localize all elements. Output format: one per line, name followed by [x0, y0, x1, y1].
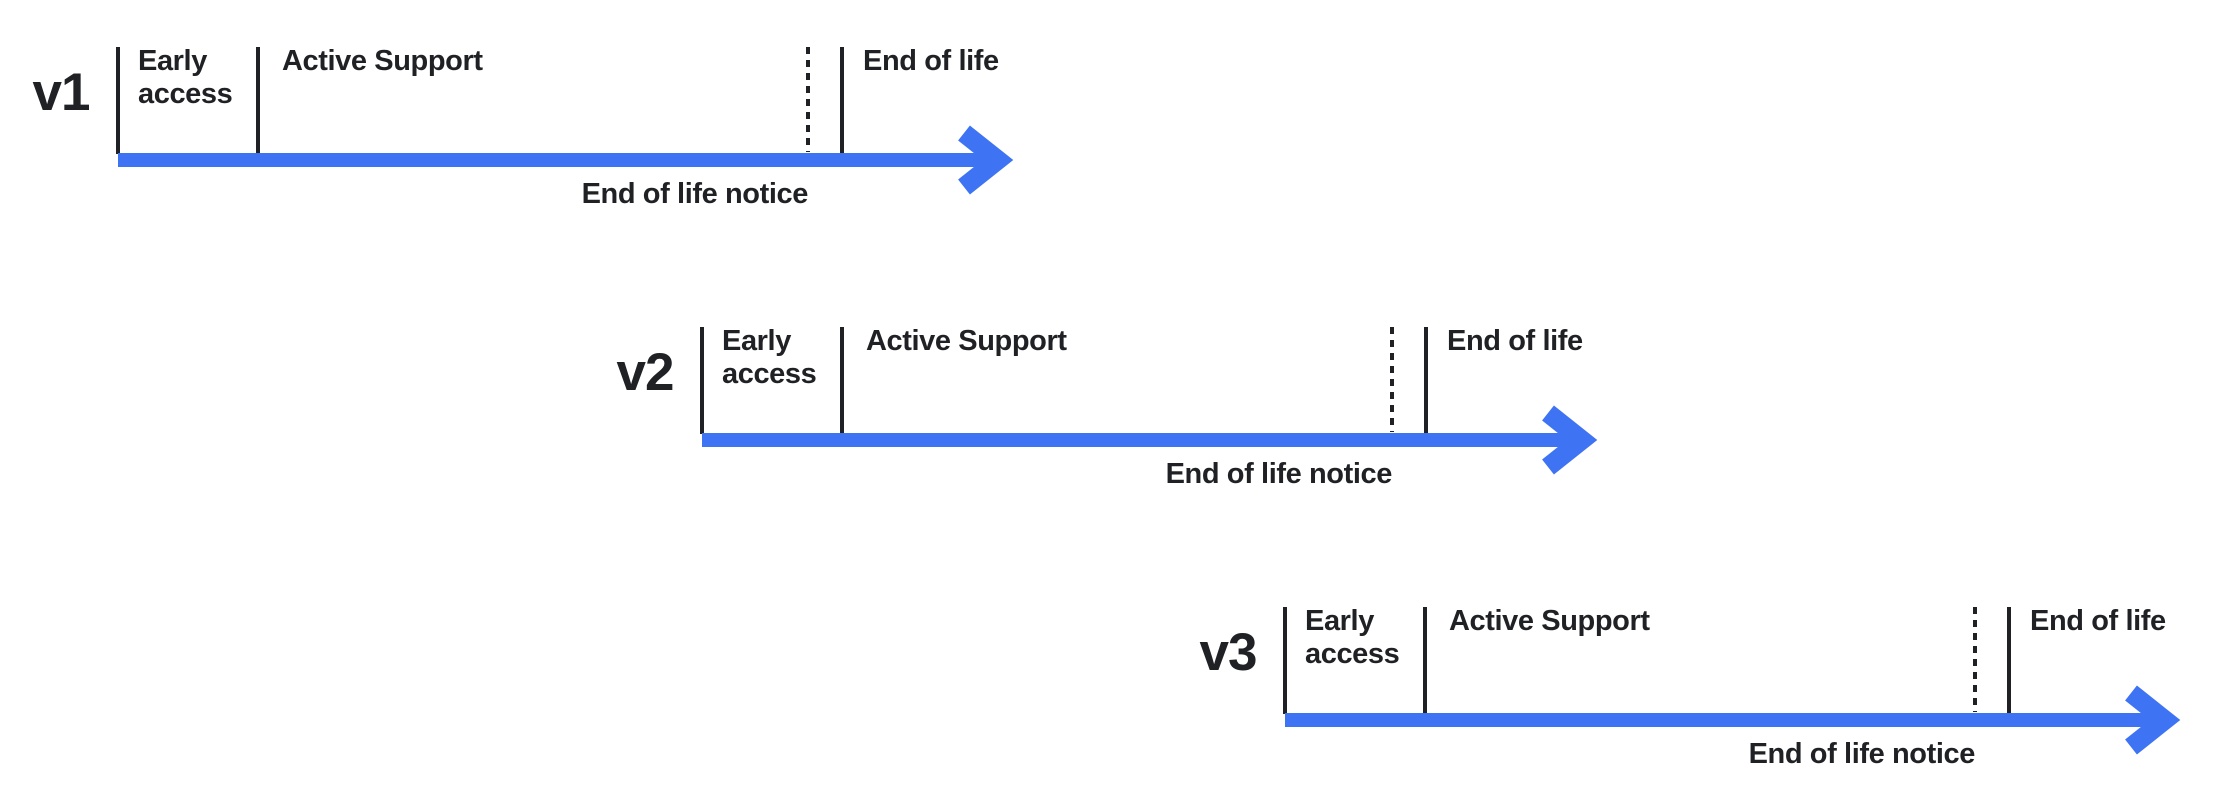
active-support-label: Active Support: [866, 325, 1067, 357]
version-label: v1: [33, 63, 90, 122]
arrow-right-icon: [1542, 405, 1598, 475]
timeline-row-v3: v3 Early access Active Support End of li…: [1200, 605, 2181, 770]
early-access-label-line1: Early: [138, 45, 207, 77]
end-of-life-label: End of life: [863, 45, 999, 77]
version-label: v2: [617, 343, 674, 402]
early-access-label-line1: Early: [1305, 605, 1374, 637]
active-support-label: Active Support: [282, 45, 483, 77]
active-support-label: Active Support: [1449, 605, 1650, 637]
end-of-life-label: End of life: [1447, 325, 1583, 357]
timeline-arrow-shaft: [702, 433, 1580, 447]
timeline-row-v2: v2 Early access Active Support End of li…: [617, 325, 1598, 490]
early-access-label-line1: Early: [722, 325, 791, 357]
end-of-life-notice-label: End of life notice: [582, 178, 809, 210]
early-access-label-line2: access: [1305, 638, 1399, 670]
arrow-right-icon: [2125, 685, 2181, 755]
end-of-life-notice-label: End of life notice: [1749, 738, 1976, 770]
timeline-arrow-shaft: [1285, 713, 2163, 727]
arrow-right-icon: [958, 125, 1014, 195]
early-access-label-line2: access: [138, 78, 232, 110]
timeline-arrow-shaft: [118, 153, 996, 167]
end-of-life-notice-label: End of life notice: [1166, 458, 1393, 490]
early-access-label-line2: access: [722, 358, 816, 390]
timeline-row-v1: v1 Early access Active Support End of li…: [33, 45, 1014, 210]
end-of-life-label: End of life: [2030, 605, 2166, 637]
version-label: v3: [1200, 623, 1257, 682]
